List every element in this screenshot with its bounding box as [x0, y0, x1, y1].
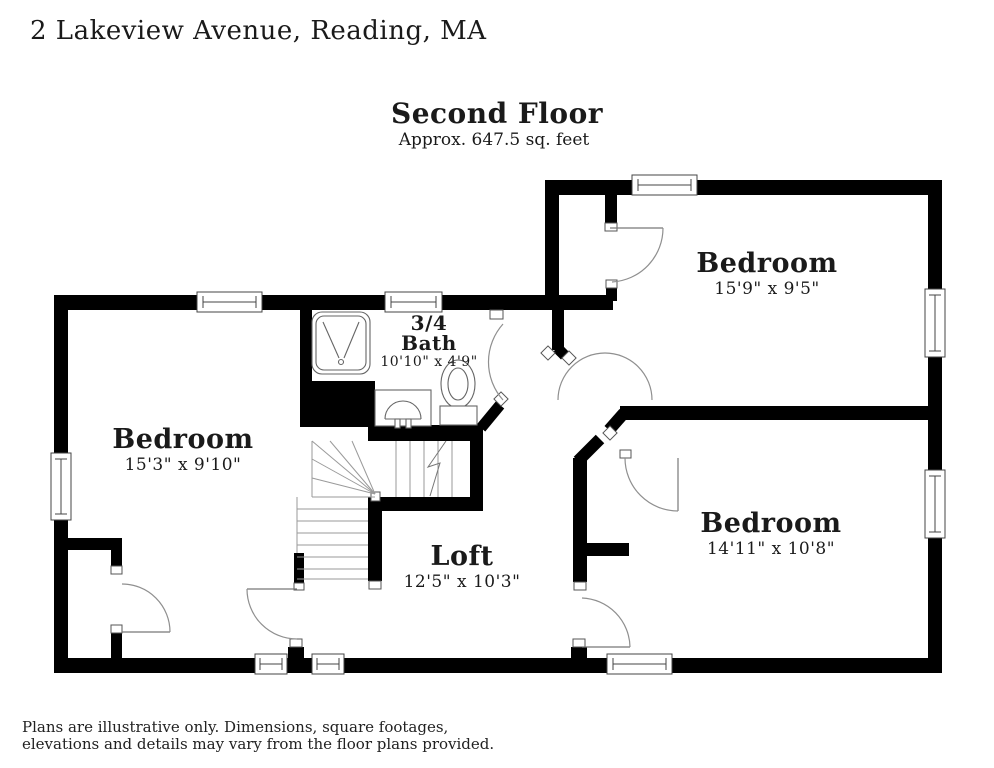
room-label-bath: 3/4 Bath 10'10" x 4'9": [380, 313, 477, 370]
room-dims: 10'10" x 4'9": [380, 354, 478, 370]
room-dims: 15'3" x 9'10": [124, 455, 242, 476]
floor-area: Approx. 647.5 sq. feet: [398, 130, 590, 150]
room-dims: 12'5" x 10'3": [403, 572, 521, 593]
room-name: 3/4: [410, 311, 448, 335]
window-icon: [384, 291, 443, 313]
window-icon: [254, 653, 288, 675]
floor-title: Second Floor: [390, 97, 604, 130]
window-icon: [631, 174, 698, 196]
window-icon: [924, 288, 946, 358]
door-swing-icon-bedroom-left: [246, 588, 298, 640]
room-label-bedroom-bottom-right: Bedroom 14'11" x 10'8": [700, 508, 842, 560]
room-dims: 14'11" x 10'8": [706, 539, 836, 560]
window-icon: [924, 469, 946, 539]
room-label-loft: Loft 12'5" x 10'3": [403, 541, 521, 593]
disclaimer-line: elevations and details may vary from the…: [22, 734, 495, 753]
page-title: 2 Lakeview Avenue, Reading, MA: [30, 16, 487, 46]
door-swing-icon-closet-bottom-right: [624, 457, 679, 512]
disclaimer-line: Plans are illustrative only. Dimensions,…: [22, 718, 449, 736]
window-icon: [606, 653, 673, 675]
door-jambs: [110, 222, 632, 648]
room-name: Bedroom: [696, 248, 838, 279]
window-icon: [50, 452, 72, 521]
window-icon: [196, 291, 263, 313]
disclaimer: Plans are illustrative only. Dimensions,…: [22, 719, 494, 753]
window-icon: [311, 653, 345, 675]
room-name: Bath: [401, 331, 457, 355]
stairs-icon: [296, 440, 453, 580]
room-name: Bedroom: [112, 424, 254, 455]
sink-icon: [374, 389, 432, 429]
room-label-bedroom-top-right: Bedroom 15'9" x 9'5": [696, 248, 838, 300]
door-swing-icon-bedroom-top: [557, 352, 653, 401]
door-swing-icon-closet-top-right: [610, 227, 664, 283]
door-swing-icon-closet-left: [121, 583, 171, 633]
window-icons: [50, 174, 946, 675]
door-swing-icon-bath: [487, 323, 504, 401]
door-swing-icon-bedroom-bottom: [581, 597, 631, 648]
room-label-bedroom-left: Bedroom 15'3" x 9'10": [112, 424, 254, 476]
door-swing-icons: [121, 227, 679, 648]
toilet-icon: [439, 359, 478, 426]
room-name: Loft: [430, 541, 494, 572]
room-dims: 15'9" x 9'5": [714, 279, 820, 300]
room-name: Bedroom: [700, 508, 842, 539]
shower-icon: [311, 311, 371, 375]
